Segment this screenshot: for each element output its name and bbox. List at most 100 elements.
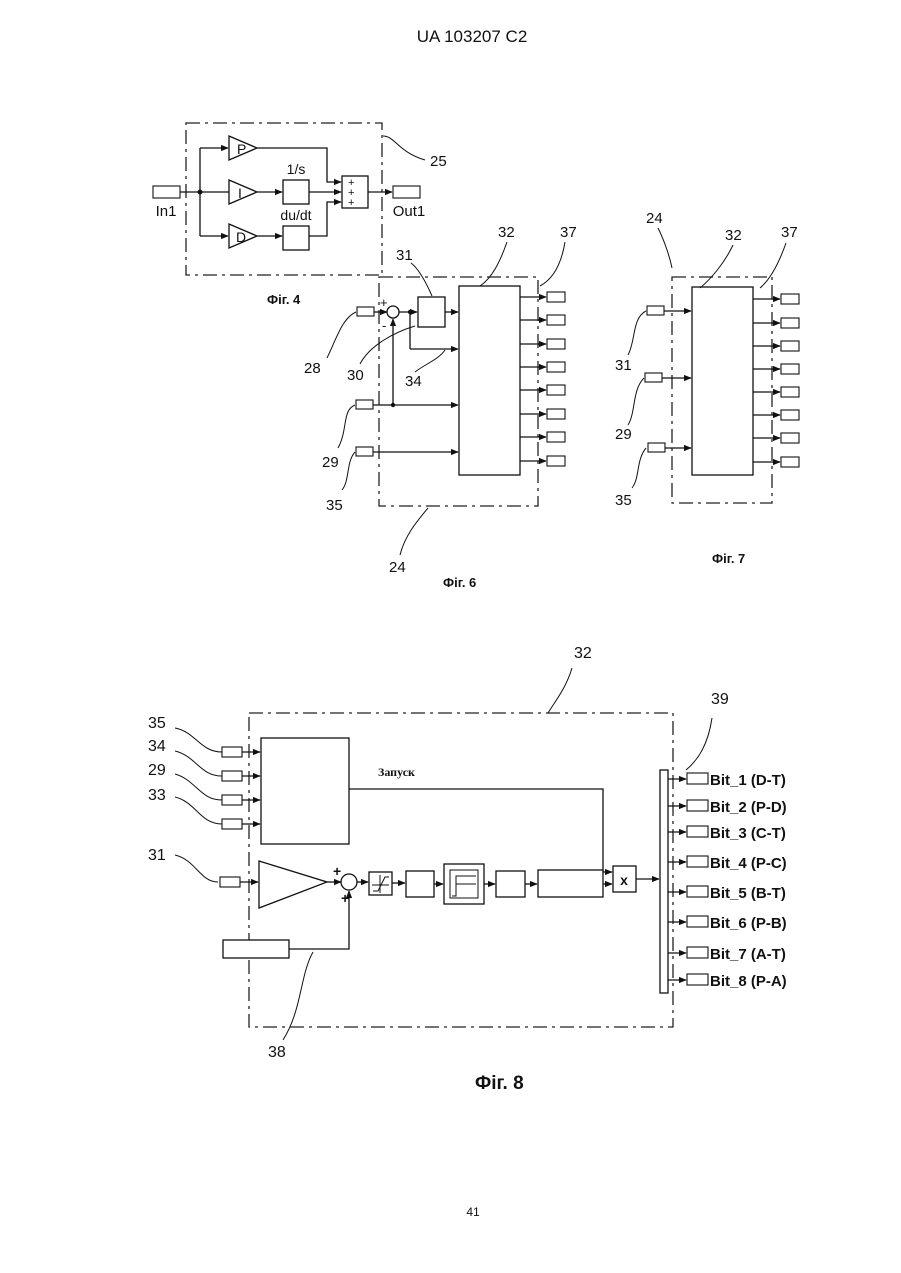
fig4-out1-port <box>393 186 420 198</box>
fig8-ref-35: 35 <box>148 715 166 732</box>
fig8-output-label-2: Bit_2 (P-D) <box>710 799 787 816</box>
fig6-ref-32: 32 <box>498 224 515 241</box>
svg-text:+: + <box>380 295 388 310</box>
fig6-block-32 <box>459 286 520 475</box>
fig4-gain-p-label: P <box>237 141 246 157</box>
fig6-outputs <box>520 292 565 466</box>
fig6-port-28 <box>357 307 374 316</box>
fig6-output-port-1 <box>547 292 565 302</box>
fig7-output-port-5 <box>781 387 799 397</box>
fig8-output-label-7: Bit_7 (A-T) <box>710 946 786 963</box>
fig8-logic-input-port-3 <box>222 795 242 805</box>
fig7-block-32 <box>692 287 753 475</box>
fig6-ref-37: 37 <box>560 224 577 241</box>
fig8-ref-29: 29 <box>148 762 166 779</box>
fig8-port-31 <box>220 877 240 887</box>
fig4-derivative <box>283 226 309 250</box>
fig4-gain-d-label: D <box>236 229 246 245</box>
fig8-amplifier <box>259 861 327 908</box>
fig6-sum-node <box>387 306 399 318</box>
fig8-block-a <box>406 871 434 897</box>
fig7-caption: Фіг. 7 <box>712 551 745 566</box>
fig4-caption: Фіг. 4 <box>267 292 301 307</box>
fig8-diagram: Запуск + + x Bit_1 (D-T) B <box>148 645 787 1094</box>
fig8-ref-33: 33 <box>148 787 166 804</box>
fig8-ref-34: 34 <box>148 738 166 755</box>
fig8-output-label-6: Bit_6 (P-B) <box>710 915 787 932</box>
fig8-block-38 <box>223 940 289 958</box>
fig8-output-port-4 <box>687 856 708 867</box>
fig8-multiplier-label: x <box>620 872 628 888</box>
fig6-ref-31: 31 <box>396 247 413 264</box>
fig8-demux-bar <box>660 770 668 993</box>
fig6-output-port-8 <box>547 456 565 466</box>
fig7-output-port-7 <box>781 433 799 443</box>
fig8-ref-38: 38 <box>268 1044 286 1061</box>
fig8-start-label: Запуск <box>378 765 415 779</box>
fig8-logic-block <box>261 738 349 844</box>
fig4-derivative-label: du/dt <box>280 207 311 223</box>
fig8-outputs: Bit_1 (D-T) Bit_2 (P-D) Bit_3 (C-T) Bit_… <box>668 772 787 990</box>
fig8-ref-31: 31 <box>148 847 166 864</box>
fig8-logic-input-port-2 <box>222 771 242 781</box>
fig4-in1-port <box>153 186 180 198</box>
patent-number: UA 103207 C2 <box>417 27 528 46</box>
fig4-integrator <box>283 180 309 204</box>
fig6-port-35 <box>356 447 373 456</box>
svg-text:-: - <box>382 318 386 333</box>
fig7-ref-31: 31 <box>615 357 632 374</box>
fig8-output-port-6 <box>687 916 708 927</box>
fig6-ref-28: 28 <box>304 360 321 377</box>
fig4-pid-controller: In1 P I D 1/s du/dt + + + Out1 25 <box>153 123 447 307</box>
fig8-output-port-1 <box>687 773 708 784</box>
fig8-ref-39: 39 <box>711 691 729 708</box>
fig8-output-port-8 <box>687 974 708 985</box>
fig4-out1-label: Out1 <box>393 203 426 220</box>
fig7-port-29 <box>645 373 662 382</box>
fig8-output-label-1: Bit_1 (D-T) <box>710 772 786 789</box>
fig4-ref-25: 25 <box>430 153 447 170</box>
fig6-caption: Фіг. 6 <box>443 575 476 590</box>
fig6-output-port-4 <box>547 362 565 372</box>
fig6-output-port-6 <box>547 409 565 419</box>
fig4-in1-label: In1 <box>156 203 177 220</box>
fig8-output-port-5 <box>687 886 708 897</box>
fig8-ref-32: 32 <box>574 645 592 662</box>
fig4-gain-i <box>229 180 257 204</box>
fig6-port-29 <box>356 400 373 409</box>
fig6-output-port-7 <box>547 432 565 442</box>
fig6-ref-30: 30 <box>347 367 364 384</box>
svg-text:+: + <box>348 197 354 209</box>
fig7-output-port-1 <box>781 294 799 304</box>
fig8-logic-input-port-4 <box>222 819 242 829</box>
fig8-output-label-8: Bit_8 (P-A) <box>710 973 787 990</box>
fig8-logic-input-port-1 <box>222 747 242 757</box>
fig8-sum-node <box>341 874 357 890</box>
fig8-output-port-2 <box>687 800 708 811</box>
fig8-output-label-5: Bit_5 (B-T) <box>710 885 786 902</box>
svg-text:+: + <box>341 890 349 906</box>
fig8-output-port-3 <box>687 826 708 837</box>
fig7-port-35 <box>648 443 665 452</box>
fig7-ref-35: 35 <box>615 492 632 509</box>
fig7-output-port-4 <box>781 364 799 374</box>
fig6-ref-35: 35 <box>326 497 343 514</box>
fig4-sum-block <box>342 176 368 208</box>
svg-text:+: + <box>333 863 341 879</box>
fig7-output-port-6 <box>781 410 799 420</box>
fig6-ref-24: 24 <box>389 559 406 576</box>
fig6-output-port-5 <box>547 385 565 395</box>
fig6-ref-34: 34 <box>405 373 422 390</box>
fig8-block-c <box>538 870 603 897</box>
fig7-output-port-8 <box>781 457 799 467</box>
fig4-integrator-label: 1/s <box>287 161 306 177</box>
fig7-diagram: 24 32 37 31 29 35 Фіг. 7 <box>615 210 799 566</box>
fig6-ref-29: 29 <box>322 454 339 471</box>
fig6-output-port-3 <box>547 339 565 349</box>
fig7-ref-37: 37 <box>781 224 798 241</box>
fig4-gain-i-label: I <box>238 185 242 201</box>
fig8-output-label-3: Bit_3 (C-T) <box>710 825 786 842</box>
fig7-ref-32: 32 <box>725 227 742 244</box>
fig7-ref-29: 29 <box>615 426 632 443</box>
